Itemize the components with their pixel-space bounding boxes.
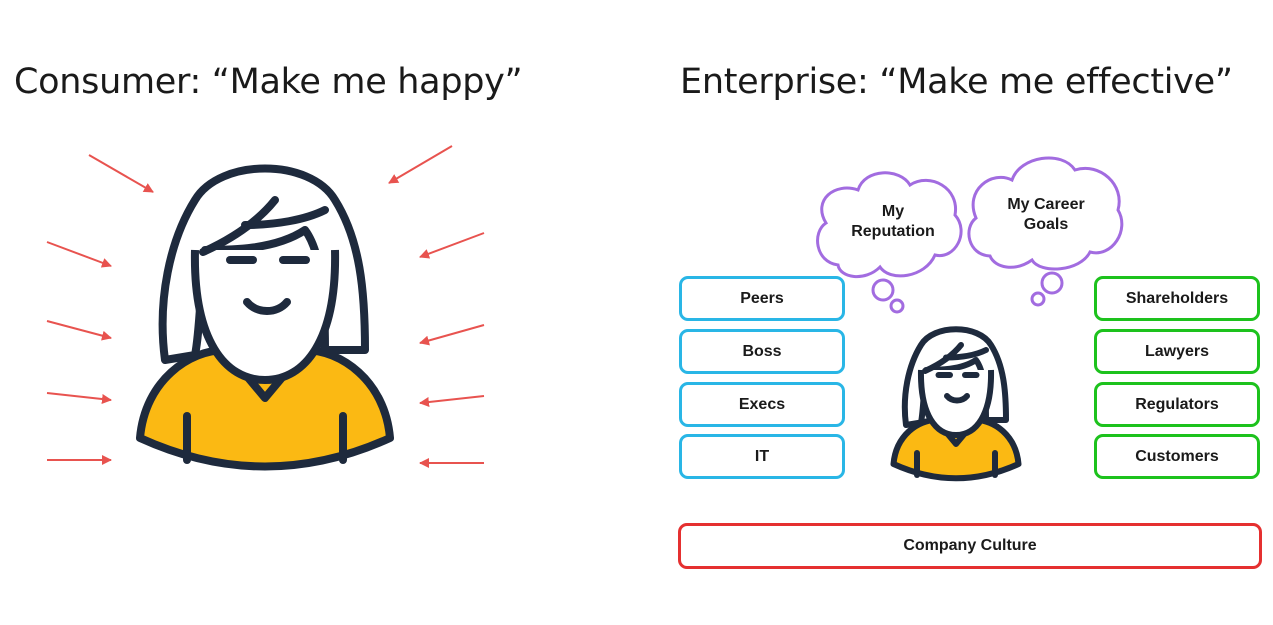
- stakeholder-shareholders: Shareholders: [1094, 276, 1260, 321]
- arrow-icon: [419, 232, 485, 259]
- arrow-icon: [419, 324, 485, 346]
- thought-cloud-reputation-icon: [816, 171, 963, 314]
- thought-career-text: My Career Goals: [1007, 196, 1085, 233]
- stakeholder-it: IT: [679, 434, 845, 479]
- arrow-icon: [419, 395, 485, 407]
- arrow-icon: [388, 145, 453, 184]
- enterprise-title: Enterprise: “Make me effective”: [680, 62, 1233, 102]
- arrow-icon: [46, 241, 112, 268]
- stakeholder-execs: Execs: [679, 382, 845, 427]
- stakeholder-boss: Boss: [679, 329, 845, 374]
- consumer-title: Consumer: “Make me happy”: [14, 62, 523, 102]
- arrow-icon: [46, 392, 112, 404]
- thought-career-goals: My Career Goals: [986, 185, 1106, 245]
- enterprise-person-icon: [890, 326, 1022, 482]
- arrow-icon: [46, 320, 112, 341]
- stakeholder-customers: Customers: [1094, 434, 1260, 479]
- stakeholder-peers: Peers: [679, 276, 845, 321]
- consumer-person-icon: [136, 164, 394, 471]
- thought-reputation: My Reputation: [833, 192, 953, 252]
- consumer-arrows: [46, 145, 485, 468]
- company-culture-bar: Company Culture: [678, 523, 1262, 569]
- thought-cloud-career-icon: [967, 156, 1124, 307]
- stakeholder-lawyers: Lawyers: [1094, 329, 1260, 374]
- stakeholder-regulators: Regulators: [1094, 382, 1260, 427]
- arrow-icon: [88, 154, 154, 193]
- thought-reputation-text: My Reputation: [851, 203, 935, 240]
